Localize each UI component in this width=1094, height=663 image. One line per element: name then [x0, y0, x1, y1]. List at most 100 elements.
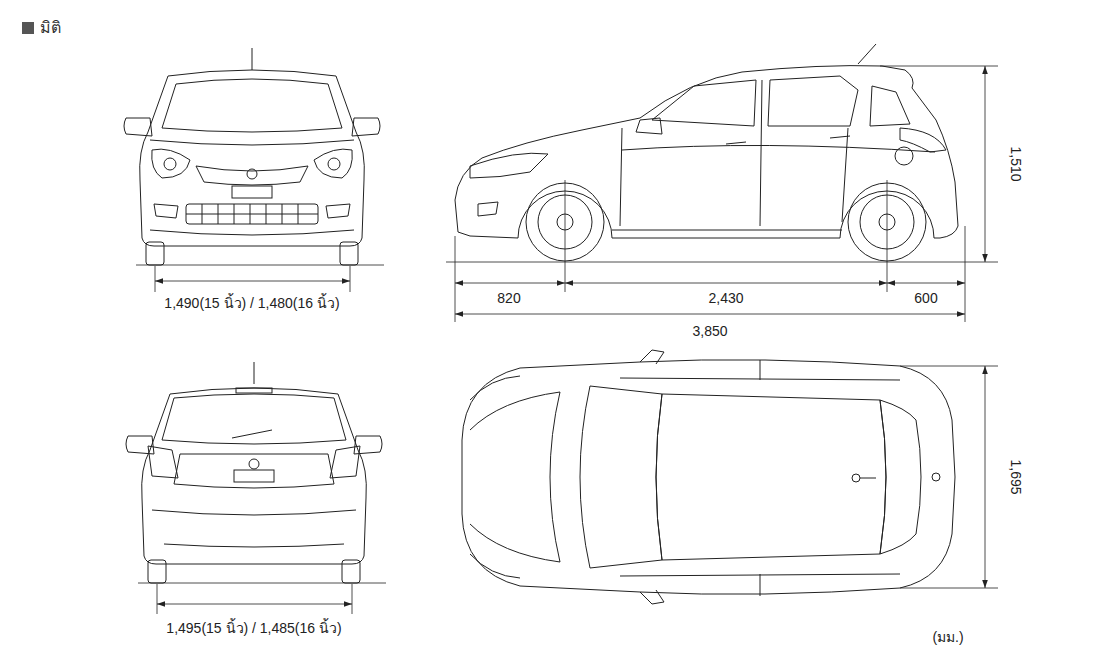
extension-line [350, 266, 351, 292]
upper-grille [196, 166, 308, 185]
tail-lamp [148, 446, 178, 478]
hood-edge [470, 392, 560, 562]
mirror [640, 590, 664, 604]
tire [342, 560, 360, 583]
mirror [354, 436, 382, 454]
rear-door-window [768, 76, 858, 126]
rocker-line [612, 230, 842, 231]
front-window [652, 80, 756, 126]
dimension-line [155, 281, 350, 282]
bumper-line [164, 544, 344, 547]
fog-lamp [154, 204, 178, 218]
top-view [462, 350, 955, 604]
body-outline [140, 70, 365, 246]
dimension-line [985, 366, 986, 588]
door-handle [726, 142, 746, 144]
logo [249, 459, 259, 469]
rear-dimension [138, 583, 386, 614]
brake-light [236, 388, 272, 393]
mirror [640, 350, 664, 364]
extension-line [887, 180, 888, 292]
mirror [636, 118, 662, 134]
tire [146, 242, 164, 265]
extension-line [880, 66, 998, 67]
dimension-label: 1,490(15 นิ้ว) / 1,480(16 นิ้ว) [162, 295, 341, 312]
dimension-line [455, 314, 965, 315]
front-view [124, 48, 380, 265]
mirror [126, 436, 154, 454]
side-view [455, 44, 958, 261]
windshield [580, 386, 662, 568]
dimension-label: 3,850 [690, 323, 729, 340]
lower-grille [186, 204, 318, 224]
hood-line [150, 140, 354, 145]
dimension-label: 820 [495, 290, 522, 307]
headlight [152, 149, 190, 178]
headlight-lens [164, 158, 176, 170]
extension-line [565, 180, 566, 292]
top-dimension [900, 366, 998, 588]
hatch [174, 454, 334, 488]
headlamp [470, 153, 548, 178]
dimension-line [887, 283, 965, 284]
extension-line [965, 226, 966, 322]
rear-window [162, 394, 346, 444]
dimension-label: 600 [912, 290, 939, 307]
antenna [858, 44, 876, 64]
logo [247, 169, 257, 179]
unit-note: (มม.) [930, 629, 965, 646]
fog-lamp [478, 202, 498, 216]
side-dimension [446, 66, 998, 322]
antenna [252, 48, 253, 70]
dimension-label: 1,510 [1008, 144, 1025, 183]
bumper-line [152, 510, 356, 515]
grille-bars [186, 204, 318, 224]
antenna [860, 478, 876, 479]
shoulder-line [622, 145, 935, 152]
dimension-line [157, 604, 352, 605]
wiper [232, 430, 272, 438]
tail-lamp [900, 128, 946, 152]
ground-line [136, 265, 384, 266]
license-plate [234, 470, 274, 482]
extension-line [155, 266, 156, 292]
dimension-line [985, 66, 986, 262]
mirror [352, 118, 380, 136]
side-line [620, 378, 900, 576]
door-line [620, 80, 848, 226]
body-outline [142, 388, 367, 564]
headlight-lens [328, 158, 340, 170]
body-outline [462, 360, 955, 595]
rear-view [126, 362, 382, 583]
tire [340, 242, 358, 265]
dimension-label: 1,495(15 นิ้ว) / 1,485(16 นิ้ว) [164, 620, 343, 637]
ground-line [138, 583, 386, 584]
antenna-base [852, 474, 860, 482]
mirror [124, 118, 152, 136]
antenna [254, 362, 255, 384]
door-handle [830, 136, 850, 138]
extension-line [900, 366, 998, 367]
front-dimension [136, 265, 384, 292]
dimension-line [455, 283, 565, 284]
dimension-line [565, 283, 887, 284]
door-line [760, 360, 761, 596]
logo [932, 473, 940, 481]
section-title: มิติ [40, 18, 61, 37]
tire [148, 560, 166, 583]
ground-line [446, 262, 998, 263]
extension-line [352, 584, 353, 614]
title-bullet [22, 22, 34, 34]
headlamp [470, 376, 520, 578]
quarter-window [870, 86, 910, 126]
rear-window [880, 400, 921, 554]
extension-line [157, 584, 158, 614]
fog-lamp [326, 204, 350, 218]
extension-line [900, 588, 998, 589]
extension-line [455, 236, 456, 322]
bumper-line [150, 230, 354, 235]
dimension-label: 1,695 [1008, 457, 1025, 496]
body-outline [455, 66, 958, 238]
